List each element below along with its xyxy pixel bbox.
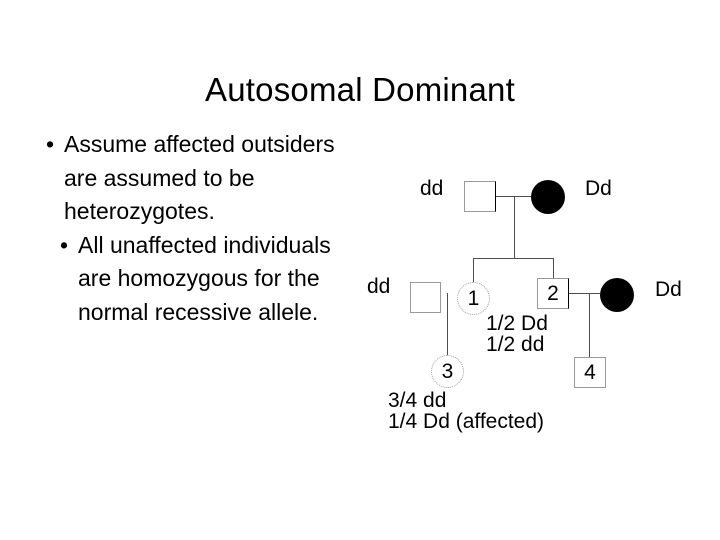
pedigree-symbol-number: 4 xyxy=(584,360,596,384)
probability-line: 1/2 dd xyxy=(486,333,545,356)
genotype-label-gen1-mother: Dd xyxy=(585,177,612,200)
pedigree-circle-gen2-child1: 1 xyxy=(457,282,490,315)
bullet-marker-icon: • xyxy=(46,131,55,157)
list-item: • Assume affected outsiders are assumed … xyxy=(28,128,350,229)
descent-line-gen2-left xyxy=(447,293,448,355)
probability-line: 1/2 Dd xyxy=(486,312,548,335)
pedigree-diagram: dd Dd dd 1 1/2 Dd 1/2 dd 2 Dd xyxy=(355,160,705,450)
pedigree-symbol-number: 3 xyxy=(441,359,454,383)
bullet-list: • Assume affected outsiders are assumed … xyxy=(28,128,350,329)
pedigree-symbol-number: 2 xyxy=(547,281,559,305)
pedigree-circle-gen3-child3: 3 xyxy=(431,355,464,388)
pedigree-circle-gen2-spouse xyxy=(600,278,634,312)
probability-line: 1/4 Dd (affected) xyxy=(388,410,545,433)
genotype-label-gen2-spouse: Dd xyxy=(655,278,682,301)
page-title: Autosomal Dominant xyxy=(205,71,515,109)
pedigree-square-gen3-child4: 4 xyxy=(574,357,606,388)
mating-line-gen1 xyxy=(496,196,531,197)
descent-line-gen2-right xyxy=(589,293,590,357)
pedigree-circle-gen1-mother xyxy=(531,180,565,214)
sibling-drop-line-child2 xyxy=(553,258,554,278)
bullet-text: Assume affected outsiders are assumed to… xyxy=(64,131,335,224)
probability-line: 3/4 dd xyxy=(388,389,447,412)
pedigree-square-gen2-outsider xyxy=(410,282,441,313)
descent-line-gen1 xyxy=(514,196,515,258)
probability-note-child3: 3/4 dd 1/4 Dd (affected) xyxy=(388,390,544,432)
pedigree-symbol-number: 1 xyxy=(467,286,480,310)
bullet-marker-icon: • xyxy=(60,231,69,258)
mating-line-gen2 xyxy=(569,293,600,294)
genotype-label-gen2-outsider: dd xyxy=(367,275,391,298)
genotype-label-gen1-father: dd xyxy=(420,177,444,200)
bullet-text: All unaffected individuals are homozygou… xyxy=(78,231,331,325)
list-item: • All unaffected individuals are homozyg… xyxy=(28,229,350,330)
pedigree-square-gen2-child2: 2 xyxy=(537,278,569,309)
pedigree-square-gen1-father xyxy=(464,181,496,212)
sibling-drop-line-child1 xyxy=(473,258,474,282)
sibship-line-gen2 xyxy=(473,258,553,259)
probability-note-child1: 1/2 Dd 1/2 dd xyxy=(486,313,548,355)
